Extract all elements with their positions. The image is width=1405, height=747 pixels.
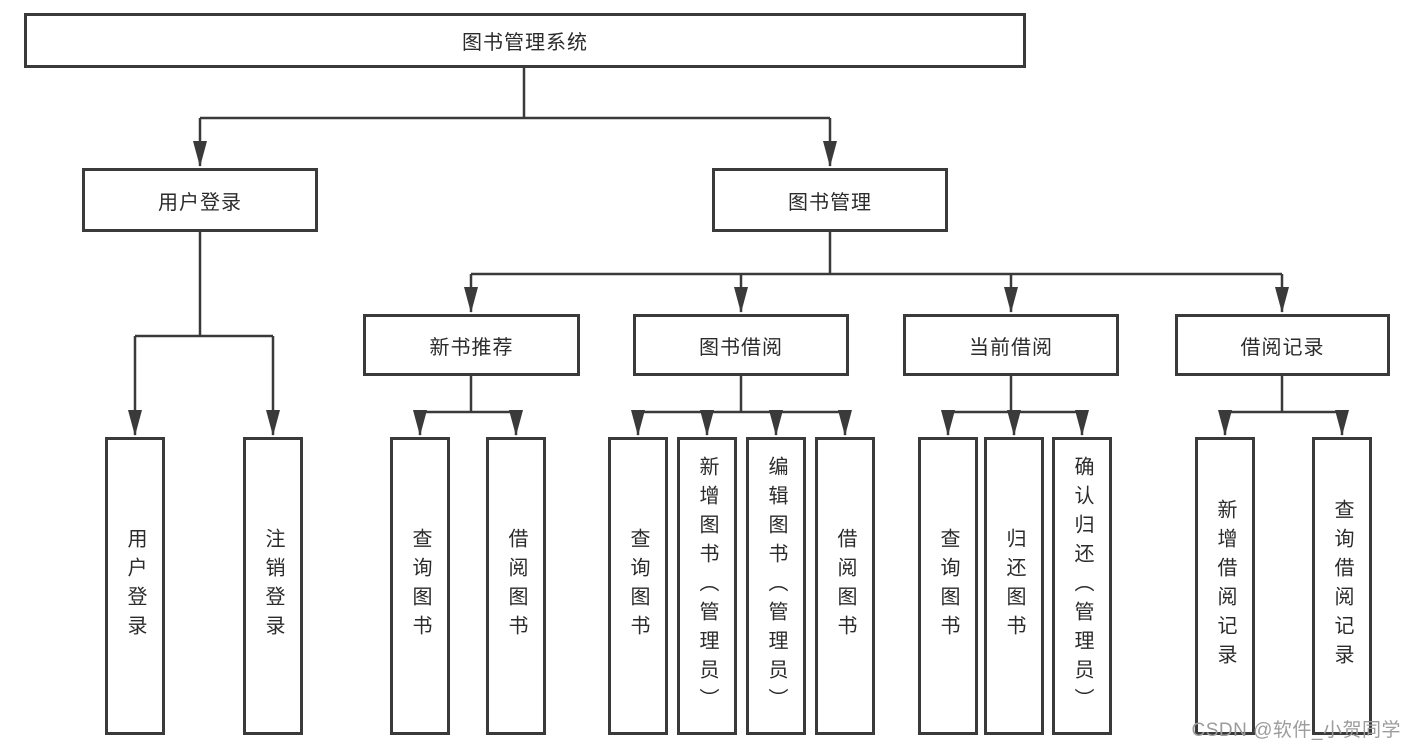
watermark: CSDN @软件_小贺同学	[1191, 720, 1401, 741]
node-book-management: 图书管理	[712, 168, 948, 232]
leaf-edit-book-admin: 编辑图书（管理员）	[746, 437, 806, 735]
leaf-borrow-book-recommend: 借阅图书	[486, 437, 546, 735]
node-user-login: 用户登录	[82, 168, 318, 232]
leaf-borrow-book: 借阅图书	[815, 437, 875, 735]
node-label: 用户登录	[158, 191, 242, 214]
leaf-query-borrow-record: 查询借阅记录	[1312, 437, 1372, 735]
node-label: 确认归还（管理员）	[1071, 455, 1093, 717]
node-current-borrowing: 当前借阅	[903, 314, 1119, 376]
node-label: 查询图书	[937, 528, 959, 644]
leaf-logout: 注销登录	[243, 437, 303, 735]
node-label: 编辑图书（管理员）	[765, 455, 787, 717]
node-book-management-system: 图书管理系统	[24, 13, 1026, 68]
node-label: 借阅图书	[834, 528, 856, 644]
leaf-add-borrow-record: 新增借阅记录	[1195, 437, 1255, 735]
leaf-return-book: 归还图书	[984, 437, 1044, 735]
node-label: 图书管理系统	[462, 32, 588, 54]
node-label: 图书借阅	[699, 336, 783, 359]
leaf-query-book-current: 查询图书	[918, 437, 978, 735]
node-label: 注销登录	[262, 528, 284, 644]
leaf-query-book-borrowing: 查询图书	[608, 437, 668, 735]
leaf-add-book-admin: 新增图书（管理员）	[677, 437, 737, 735]
node-label: 用户登录	[124, 528, 146, 644]
node-borrowing-records: 借阅记录	[1175, 314, 1390, 376]
leaf-confirm-return-admin: 确认归还（管理员）	[1052, 437, 1112, 735]
node-label: 当前借阅	[969, 336, 1053, 359]
node-book-borrowing: 图书借阅	[633, 314, 849, 376]
node-label: 借阅图书	[505, 528, 527, 644]
node-label: 新增图书（管理员）	[696, 455, 718, 717]
node-label: 归还图书	[1003, 528, 1025, 644]
node-label: 借阅记录	[1240, 336, 1325, 359]
node-label: 新增借阅记录	[1214, 499, 1236, 673]
node-label: 新书推荐	[429, 336, 514, 359]
leaf-query-book-recommend: 查询图书	[390, 437, 450, 735]
node-label: 查询借阅记录	[1331, 499, 1353, 673]
node-label: 图书管理	[788, 191, 872, 214]
node-new-book-recommendation: 新书推荐	[363, 314, 580, 376]
node-label: 查询图书	[627, 528, 649, 644]
node-label: 查询图书	[409, 528, 431, 644]
leaf-user-login: 用户登录	[105, 437, 165, 735]
